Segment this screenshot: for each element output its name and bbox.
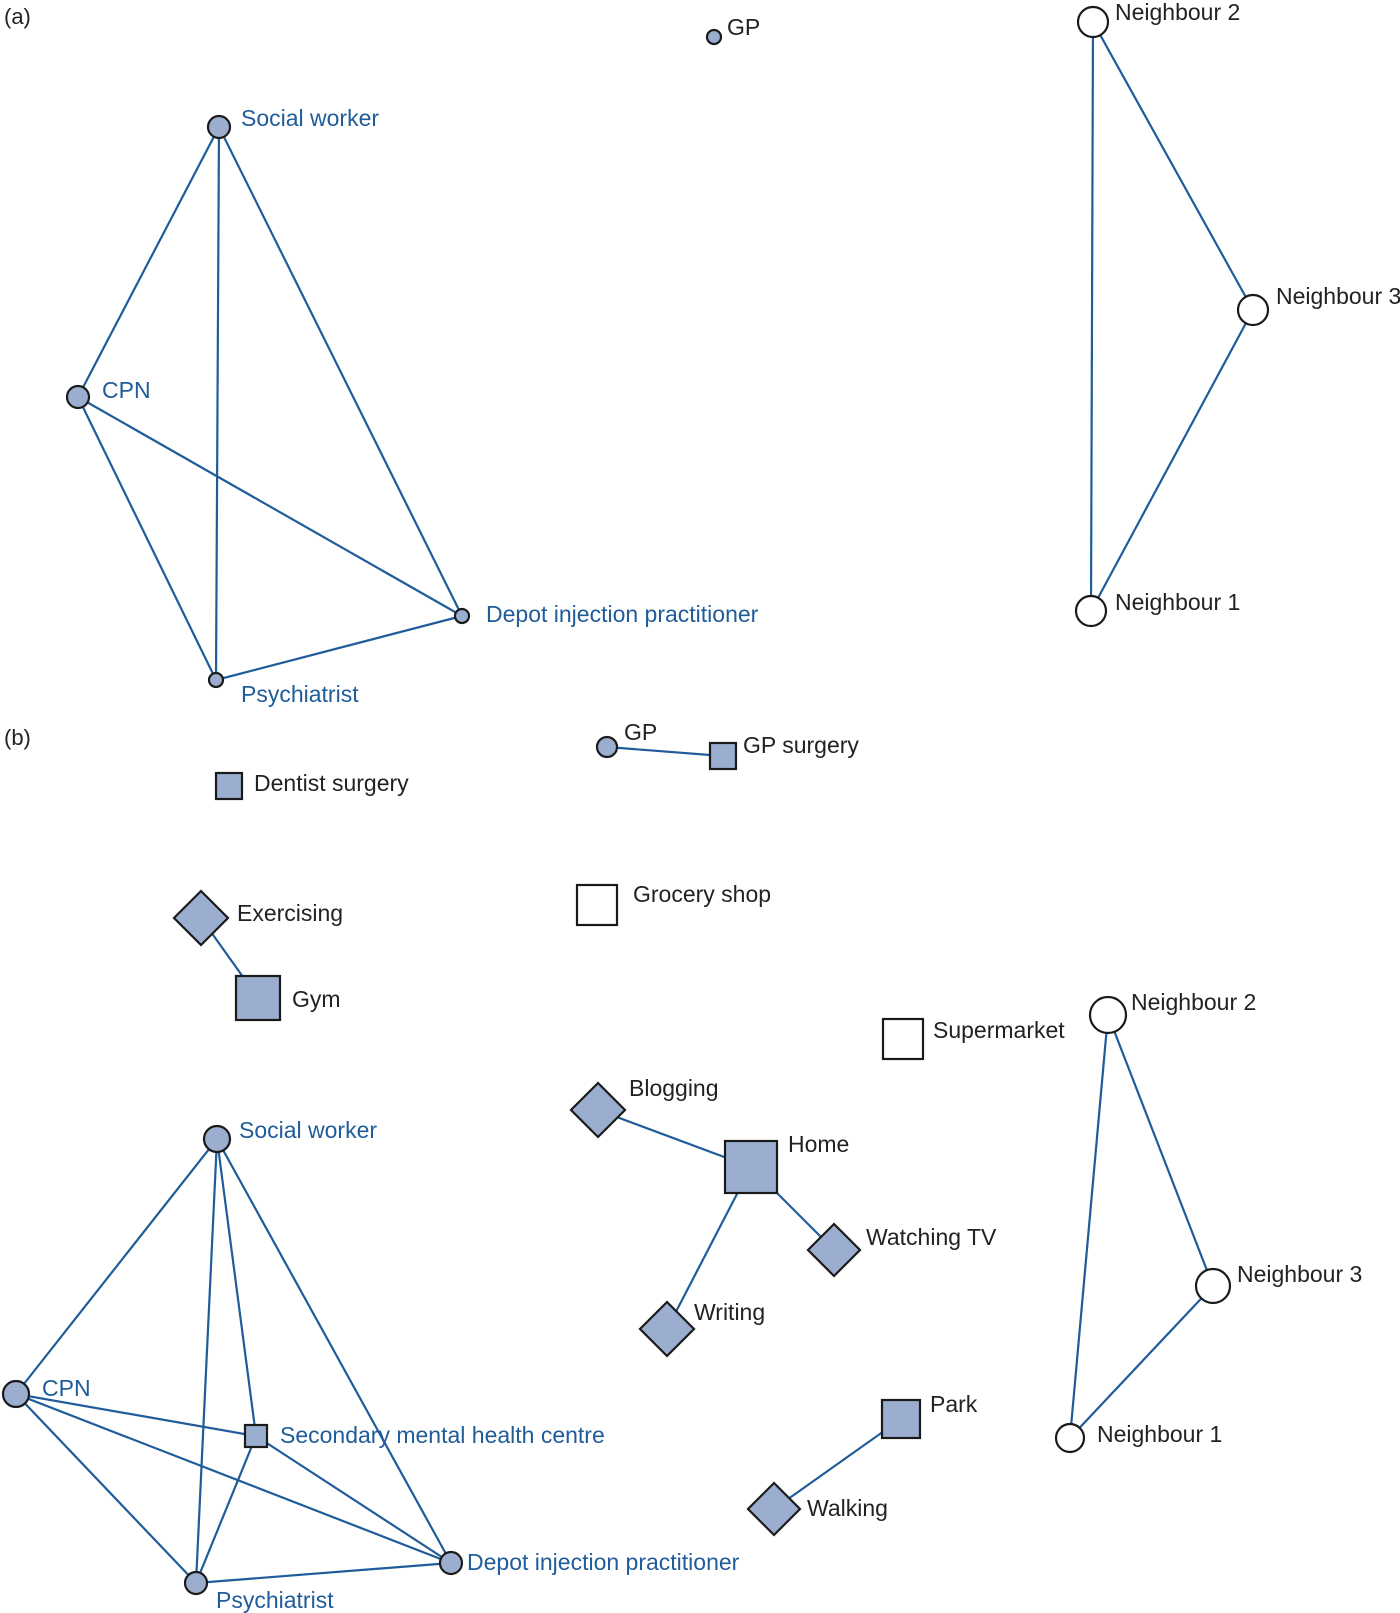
label-b-gp: GP — [624, 719, 657, 745]
label-b-home: Home — [788, 1131, 849, 1157]
node-b-dentist — [214, 771, 244, 801]
node-b-exercising — [172, 889, 230, 947]
label-b-watching-tv: Watching TV — [866, 1224, 997, 1250]
label-a-gp: GP — [727, 14, 760, 40]
label-a-neighbour3: Neighbour 3 — [1276, 283, 1400, 309]
edge-b-social_worker-smhc — [215, 1138, 258, 1437]
edge-a-social_worker-cpn — [77, 126, 220, 398]
edges-layer — [15, 21, 1254, 1585]
edge-a-neighbour2-neighbour3 — [1092, 21, 1254, 311]
label-a-social-worker: Social worker — [241, 105, 379, 131]
node-b-psychiatrist — [183, 1570, 209, 1596]
edge-b-social_worker-depot — [216, 1138, 452, 1564]
edge-b-cpn-depot — [15, 1392, 452, 1565]
edge-b-social_worker-cpn — [15, 1138, 218, 1395]
label-b-social-worker: Social worker — [239, 1117, 377, 1143]
node-b-neighbour1 — [1054, 1422, 1086, 1454]
node-b-watching-tv — [806, 1222, 862, 1278]
edge-a-social_worker-depot — [218, 126, 463, 617]
edge-b-neighbour3-neighbour1 — [1069, 1285, 1214, 1439]
edge-b-gp-gp_surgery — [606, 745, 724, 758]
node-b-depot — [438, 1550, 464, 1576]
node-b-home — [723, 1139, 779, 1195]
label-b-neighbour2: Neighbour 2 — [1131, 989, 1256, 1015]
label-b-depot: Depot injection practitioner — [467, 1549, 740, 1575]
node-b-blogging — [569, 1081, 627, 1139]
edge-a-neighbour3-neighbour1 — [1090, 309, 1254, 612]
edge-a-cpn-depot — [77, 396, 463, 617]
edge-b-psychiatrist-depot — [195, 1561, 452, 1585]
node-b-social-worker — [202, 1124, 232, 1154]
label-b-neighbour3: Neighbour 3 — [1237, 1261, 1362, 1287]
panel-a-label: (a) — [4, 4, 31, 29]
node-a-gp — [705, 28, 723, 46]
label-b-cpn: CPN — [42, 1375, 91, 1401]
edge-b-park-walking — [773, 1418, 902, 1510]
node-b-neighbour3 — [1194, 1267, 1232, 1305]
label-b-supermarket: Supermarket — [933, 1017, 1065, 1043]
node-b-walking — [746, 1481, 802, 1537]
node-a-neighbour2 — [1076, 5, 1110, 39]
node-b-park — [880, 1398, 922, 1440]
edge-b-neighbour2-neighbour3 — [1106, 1014, 1215, 1287]
label-b-psychiatrist: Psychiatrist — [216, 1587, 334, 1613]
panel-b-label: (b) — [4, 725, 31, 750]
node-a-cpn — [65, 384, 91, 410]
node-b-supermarket — [881, 1017, 925, 1061]
label-a-neighbour2: Neighbour 2 — [1115, 0, 1240, 25]
edge-b-smhc-psychiatrist — [194, 1435, 258, 1584]
edge-b-neighbour2-neighbour1 — [1068, 1014, 1110, 1439]
edge-a-social_worker-psychiatrist — [214, 126, 221, 681]
label-b-gp-surgery: GP surgery — [743, 732, 859, 758]
label-b-exercising: Exercising — [237, 900, 343, 926]
nodes-layer — [1, 5, 1270, 1596]
label-b-writing: Writing — [694, 1299, 765, 1325]
node-b-gp — [595, 735, 619, 759]
node-b-gym — [234, 974, 282, 1022]
edge-a-cpn-psychiatrist — [77, 396, 217, 681]
node-b-grocery — [575, 883, 619, 927]
node-b-cpn — [1, 1379, 31, 1409]
node-a-neighbour1 — [1074, 594, 1108, 628]
node-a-neighbour3 — [1236, 293, 1270, 327]
label-a-cpn: CPN — [102, 377, 151, 403]
node-a-psychiatrist — [207, 671, 225, 689]
edge-b-cpn-smhc — [15, 1392, 257, 1438]
label-a-depot: Depot injection practitioner — [486, 601, 759, 627]
edge-a-neighbour2-neighbour1 — [1089, 21, 1095, 612]
edge-b-cpn-psychiatrist — [15, 1393, 197, 1584]
node-a-social-worker — [206, 114, 232, 140]
edge-b-social_worker-psychiatrist — [194, 1138, 219, 1584]
node-b-neighbour2 — [1088, 995, 1128, 1035]
label-b-neighbour1: Neighbour 1 — [1097, 1421, 1222, 1447]
edge-a-psychiatrist-depot — [215, 614, 463, 682]
label-b-smhc: Secondary mental health centre — [280, 1422, 605, 1448]
node-a-depot — [453, 607, 471, 625]
label-b-blogging: Blogging — [629, 1075, 719, 1101]
label-b-walking: Walking — [807, 1495, 888, 1521]
label-a-neighbour1: Neighbour 1 — [1115, 589, 1240, 615]
label-b-park: Park — [930, 1391, 978, 1417]
edge-b-smhc-depot — [255, 1435, 452, 1564]
node-b-gp-surgery — [708, 741, 738, 771]
label-b-dentist: Dentist surgery — [254, 770, 409, 796]
label-b-grocery: Grocery shop — [633, 881, 771, 907]
node-b-smhc — [243, 1423, 269, 1449]
label-a-psychiatrist: Psychiatrist — [241, 681, 359, 707]
node-b-writing — [638, 1300, 696, 1358]
label-b-gym: Gym — [292, 986, 341, 1012]
